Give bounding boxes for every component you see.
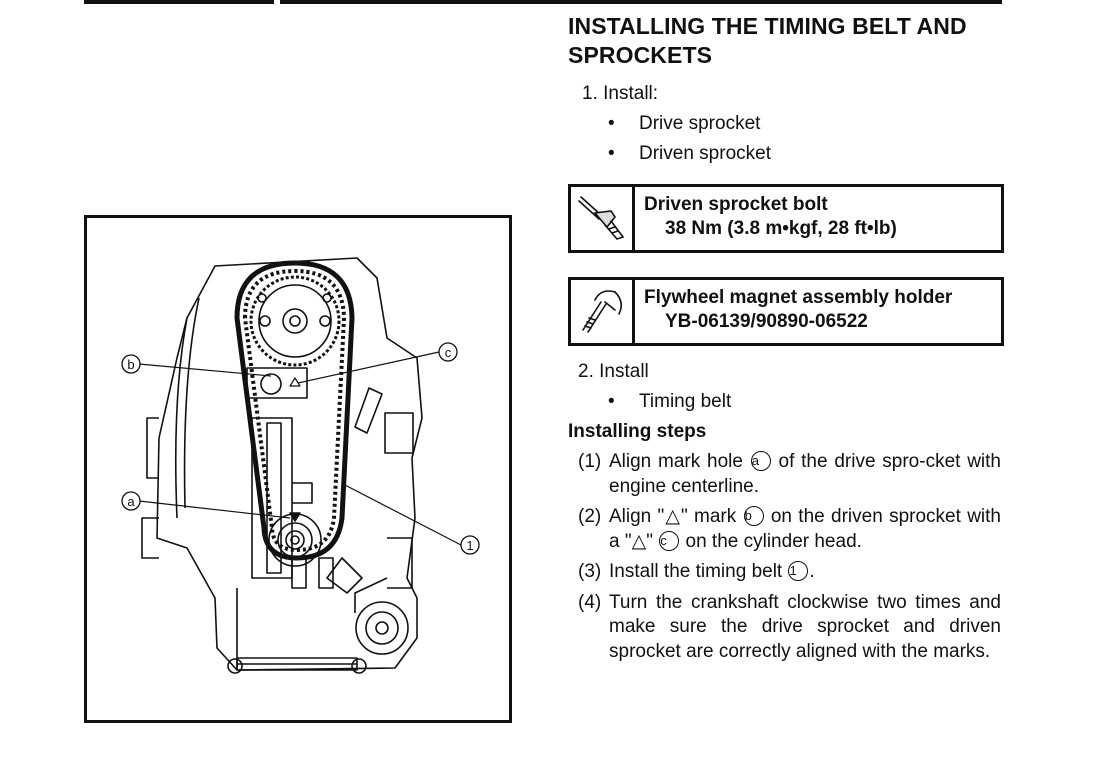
installing-steps-heading: Installing steps	[568, 421, 707, 442]
torque-spec-value: 38 Nm (3.8 m•kgf, 28 ft•lb)	[665, 218, 897, 239]
engine-figure: b c a 1	[84, 215, 512, 723]
leader-c	[297, 351, 440, 384]
header-rule-right	[280, 0, 1002, 4]
callout-1: 1	[466, 538, 473, 553]
mark-a-ref: a	[750, 451, 771, 471]
bullet-item: •Timing belt	[608, 391, 732, 412]
mark-b-ref: b	[743, 506, 764, 526]
timing-belt	[234, 260, 355, 561]
tool-spec-value: YB-06139/90890-06522	[665, 311, 868, 332]
bullet-item: •Driven sprocket	[608, 143, 771, 164]
callout-c: c	[445, 345, 452, 360]
leader-a	[138, 500, 291, 519]
driven-sprocket	[249, 275, 341, 367]
sub-step: (2) Align "△" mark b on the driven sproc…	[578, 506, 1001, 552]
holder-tool-icon	[571, 280, 635, 343]
leader-b	[138, 363, 272, 377]
callout-a: a	[127, 494, 135, 509]
bullet-item: •Drive sprocket	[608, 113, 761, 134]
sub-step: (4) Turn the crankshaft clockwise two ti…	[578, 591, 1001, 662]
belt-1-ref: 1	[788, 561, 809, 581]
instructions-column: INSTALLING THE TIMING BELT AND SPROCKETS…	[568, 12, 1004, 664]
sub-step: (1) Align mark hole a of the drive spro-…	[578, 451, 1001, 497]
tool-spec-name: Flywheel magnet assembly holder	[644, 287, 953, 308]
header-rule-left	[84, 0, 274, 4]
engine-outline	[156, 257, 423, 671]
tool-spec-box: Flywheel magnet assembly holder YB-06139…	[568, 277, 1004, 346]
torque-spec-name: Driven sprocket bolt	[644, 194, 828, 215]
step-1-label: 1. Install:	[582, 83, 659, 104]
torque-wrench-icon	[571, 187, 635, 250]
mark-c-ref: c	[659, 530, 680, 551]
engine-diagram: b c a 1	[121, 257, 480, 674]
callout-b: b	[127, 357, 134, 372]
leader-1	[342, 483, 462, 546]
step-2-label: 2. Install	[578, 361, 649, 382]
torque-spec-box: Driven sprocket bolt 38 Nm (3.8 m•kgf, 2…	[568, 184, 1004, 253]
page-title: INSTALLING THE TIMING BELT AND SPROCKETS	[568, 13, 967, 68]
sub-step: (3) Install the timing belt 1.	[578, 561, 815, 582]
